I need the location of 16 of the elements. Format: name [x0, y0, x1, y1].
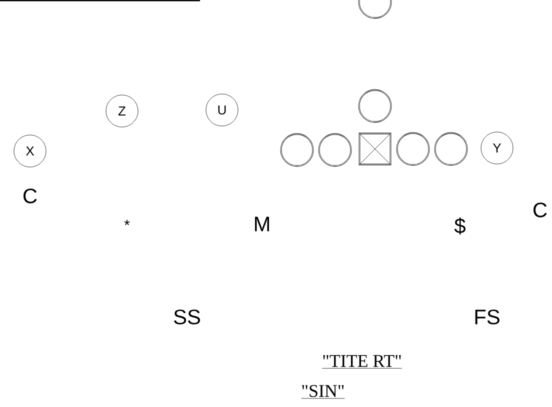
defender-label: C [534, 202, 547, 218]
play-name: "SIN" [301, 384, 345, 399]
defender-label: $ [454, 218, 466, 234]
play-name: "TITE RT" [322, 355, 402, 368]
player-circle [358, 0, 392, 19]
defender-label: SS [174, 310, 200, 324]
player-circle [396, 132, 430, 166]
player-circle [318, 133, 352, 167]
player-circle [358, 89, 392, 123]
defender-label: M [255, 216, 269, 232]
defender-label: * [124, 220, 130, 226]
player-circle [434, 132, 468, 166]
defender-label: C [24, 188, 37, 204]
defender-label: FS [475, 310, 500, 324]
player-circle [280, 133, 314, 167]
center-box [358, 132, 392, 166]
